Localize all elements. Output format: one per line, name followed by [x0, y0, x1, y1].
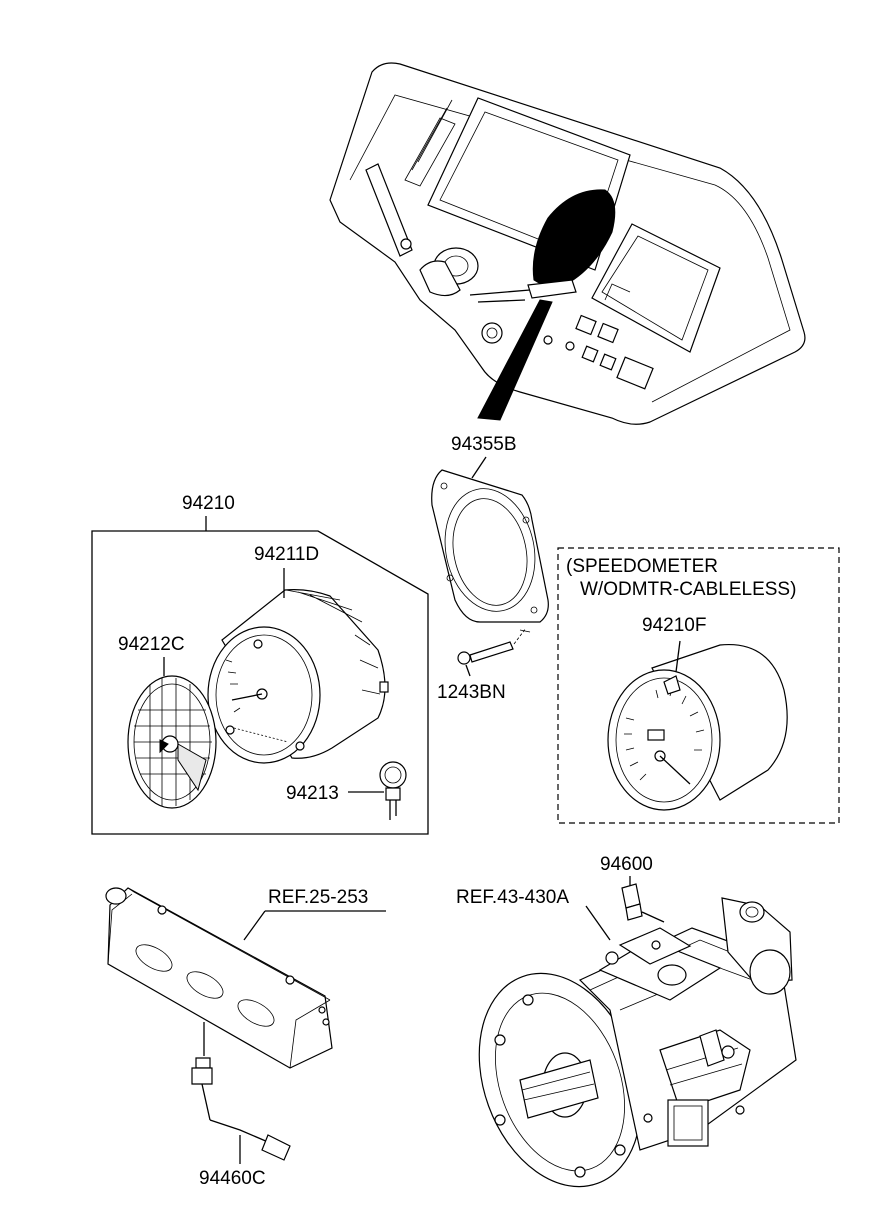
- engine-part-illustration: [105, 887, 386, 1069]
- speedometer-note-line1: (SPEEDOMETER: [566, 556, 718, 577]
- speedometer-option-box: [557, 547, 840, 824]
- speedometer-94210F: [607, 640, 788, 811]
- transmission-illustration: [478, 876, 797, 1188]
- label-1243BN: 1243BN: [437, 682, 506, 703]
- label-94355B: 94355B: [451, 434, 517, 455]
- label-94213: 94213: [286, 783, 339, 804]
- speedometer-note-line2: W/ODMTR-CABLELESS): [580, 579, 796, 600]
- label-94600: 94600: [600, 854, 653, 875]
- bulb-94213: [348, 761, 407, 820]
- gasket-94355B: [431, 456, 549, 623]
- label-94210F: 94210F: [642, 615, 706, 636]
- screw-1243BN: [457, 627, 531, 677]
- label-94211D: 94211D: [254, 544, 319, 565]
- cluster-face-94212C: [127, 657, 217, 809]
- dashboard-illustration: [329, 62, 806, 425]
- label-94460C: 94460C: [199, 1168, 266, 1189]
- label-94212C: 94212C: [118, 634, 185, 655]
- label-REF-25-253: REF.25-253: [268, 887, 368, 908]
- label-REF-43-430A: REF.43-430A: [456, 887, 569, 908]
- sensor-cable-94460C: [191, 1057, 291, 1164]
- cluster-assembly-box: [91, 516, 429, 835]
- cluster-case-94211D: [207, 568, 389, 764]
- label-94210: 94210: [182, 493, 235, 514]
